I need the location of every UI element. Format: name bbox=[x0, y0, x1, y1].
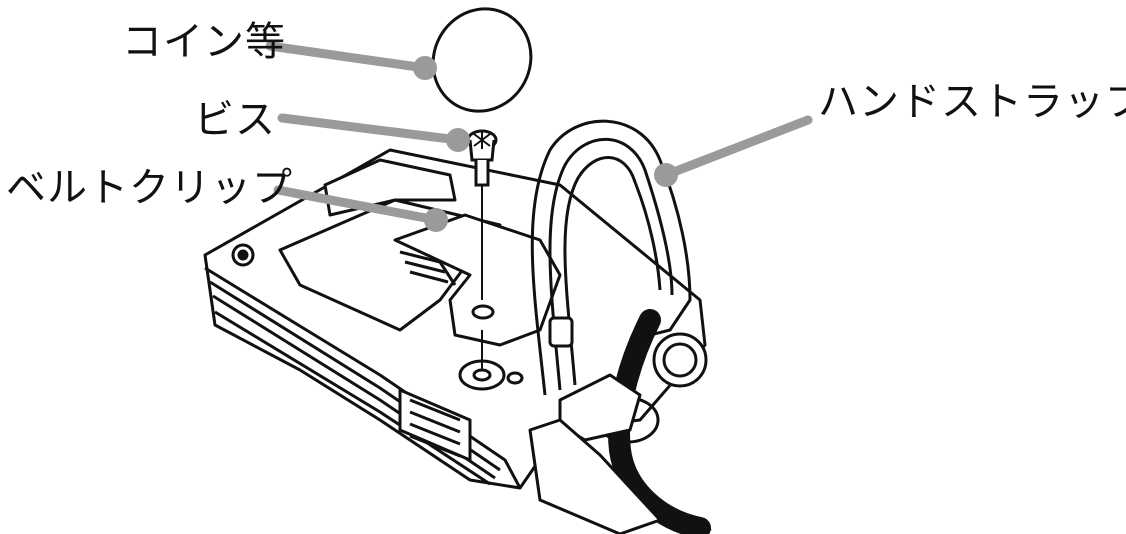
coin-label: コイン等 bbox=[122, 18, 286, 66]
hand-strap-label: ハンドストラップ bbox=[818, 78, 1126, 126]
strap-leader-dot bbox=[654, 163, 678, 187]
screw-leader-dot bbox=[446, 128, 470, 152]
coin-leader bbox=[270, 46, 425, 68]
screw-label: ビス bbox=[194, 96, 276, 144]
strap-leader bbox=[666, 120, 808, 175]
clip-leader-dot bbox=[424, 208, 448, 232]
belt-clip-label: ベルトクリップ bbox=[6, 164, 293, 212]
coin-leader-dot bbox=[413, 56, 437, 80]
screw-leader bbox=[282, 118, 458, 140]
